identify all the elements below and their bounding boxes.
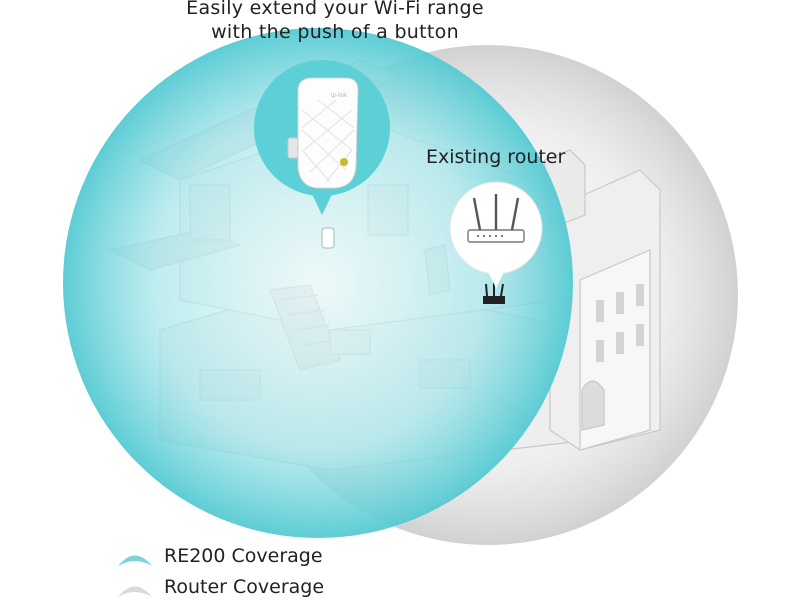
legend-label-extender: RE200 Coverage: [164, 544, 323, 567]
headline-line-1: Easily extend your Wi-Fi range: [186, 0, 484, 19]
extender-in-wall: [321, 227, 335, 249]
existing-router-label: Existing router: [426, 146, 566, 168]
router-icon: [467, 194, 525, 243]
legend: RE200 Coverage Router Coverage: [116, 540, 324, 602]
legend-item-router: Router Coverage: [116, 571, 324, 602]
legend-swatch-extender: [118, 555, 152, 566]
extender-callout: tp-link: [254, 60, 390, 215]
legend-swatch-router: [118, 586, 152, 597]
extender-coverage-area: [63, 28, 573, 538]
legend-item-extender: RE200 Coverage: [116, 540, 324, 571]
legend-label-router: Router Coverage: [164, 575, 325, 598]
extender-icon: tp-link: [287, 77, 359, 189]
router-device: [483, 282, 505, 304]
extender-brand-mark: tp-link: [331, 93, 348, 99]
router-callout: [449, 181, 543, 288]
headline-line-2: with the push of a button: [211, 21, 459, 43]
headline: Easily extend your Wi-Fi range with the …: [120, 0, 550, 44]
